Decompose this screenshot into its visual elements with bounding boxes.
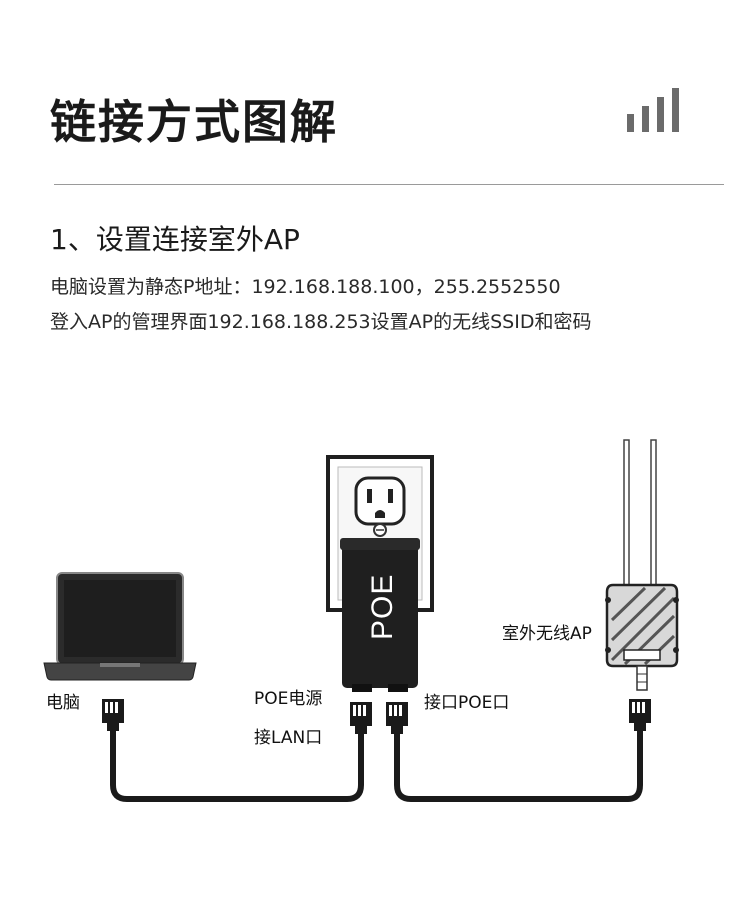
rj45-plug-icon [350, 702, 372, 734]
outdoor-ap-icon [605, 439, 679, 691]
poe-injector-icon [340, 538, 420, 692]
instruction-line-2: 登入AP的管理界面192.168.188.253设置AP的无线SSID和密码 [50, 311, 592, 333]
rj45-plug-icon [386, 702, 408, 734]
label-outdoor-ap: 室外无线AP [502, 624, 592, 644]
label-poe-power: POE电源 [254, 689, 323, 709]
poe-device-text: POE [366, 574, 399, 640]
label-poe-port: 接口POE口 [424, 693, 510, 713]
page-title: 链接方式图解 [50, 95, 338, 149]
rj45-plug-icon [629, 699, 651, 731]
rj45-plug-icon [102, 699, 124, 731]
laptop-icon [43, 572, 197, 681]
instruction-line-1: 电脑设置为静态P地址：192.168.188.100，255.2552550 [50, 276, 561, 298]
cable-computer-to-poe [110, 727, 364, 802]
connection-diagram: POE [0, 420, 750, 850]
header-divider [54, 184, 724, 185]
label-computer: 电脑 [46, 693, 80, 713]
cable-poe-to-ap [394, 727, 643, 802]
signal-bars-icon [627, 88, 679, 132]
label-lan-port: 接LAN口 [254, 728, 323, 748]
section-title: 1、设置连接室外AP [50, 223, 300, 256]
